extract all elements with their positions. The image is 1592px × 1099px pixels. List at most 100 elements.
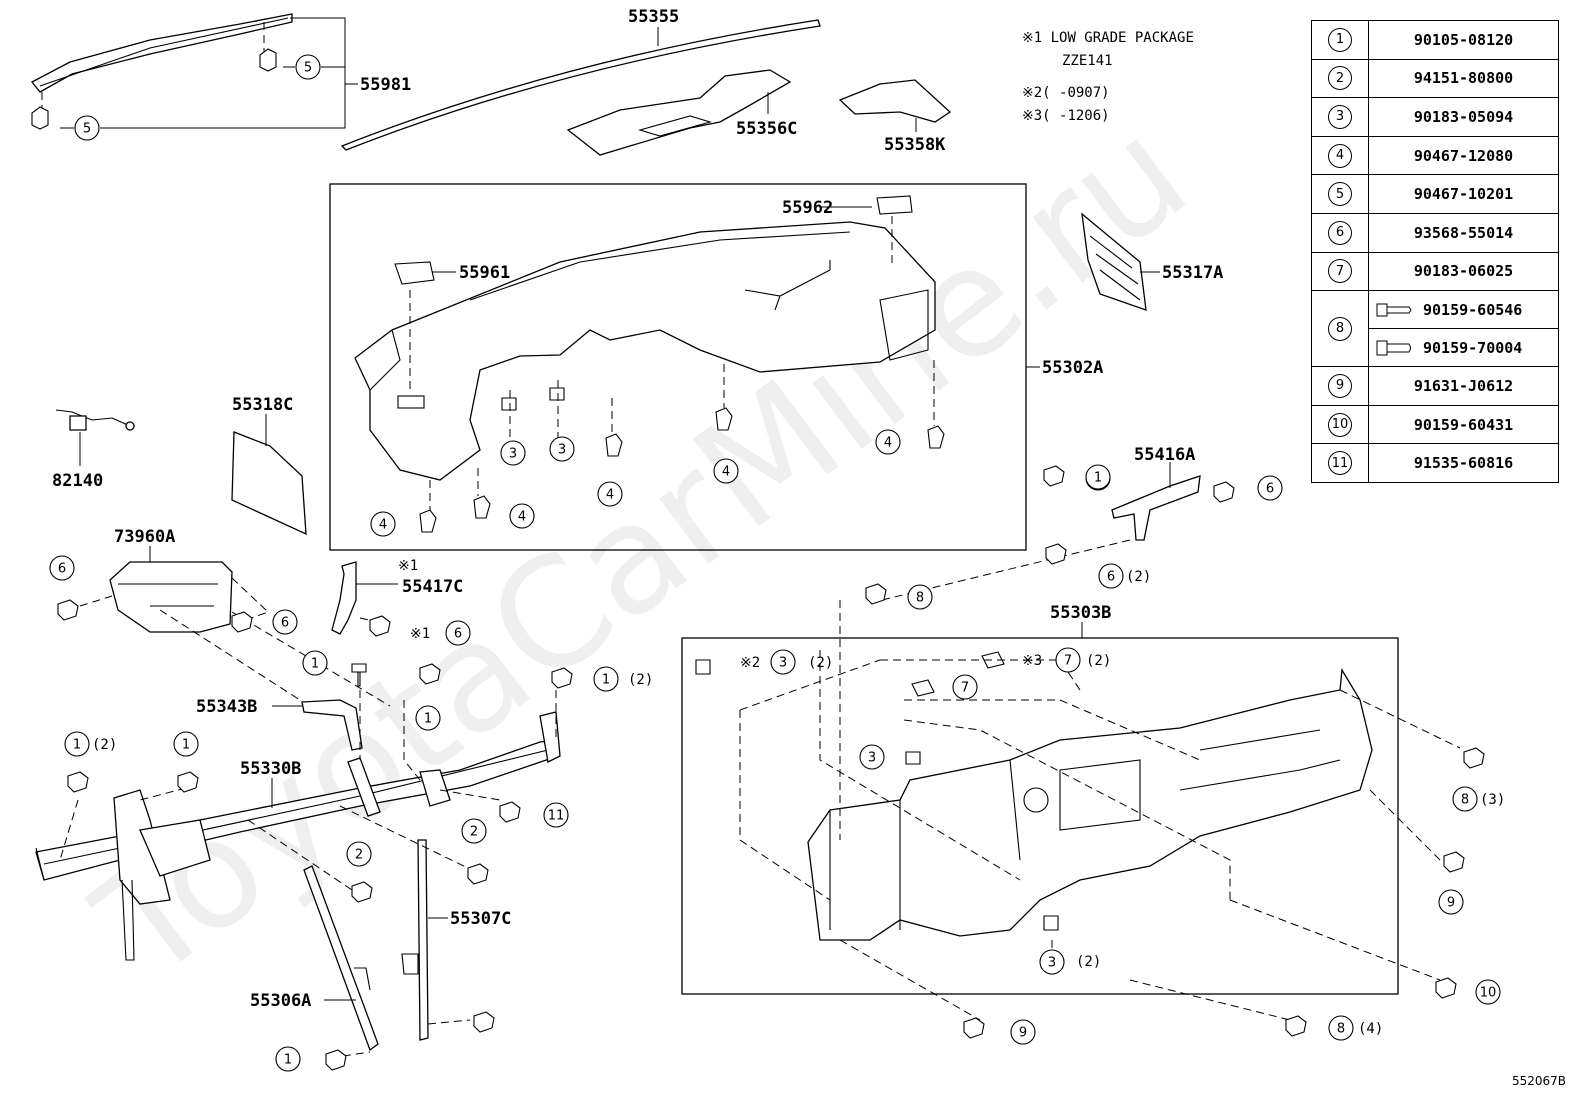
callout-circle — [543, 802, 569, 828]
callout-circle — [713, 458, 739, 484]
qty-1a: (2) — [628, 672, 653, 688]
legend-row: 10 90159-60431 — [1312, 405, 1558, 445]
label-55306A: 55306A — [250, 991, 311, 1011]
callout-circle — [1098, 563, 1124, 589]
legend-part-number: 90105-08120 — [1413, 30, 1514, 49]
callout-circle — [461, 818, 487, 844]
qty-7a: (2) — [1086, 653, 1111, 669]
callout-circle — [593, 666, 619, 692]
qty-3b: (2) — [1076, 954, 1101, 970]
callout-circle — [302, 650, 328, 676]
legend-row: 4 90467-12080 — [1312, 136, 1558, 176]
qty-3a: (2) — [808, 655, 833, 671]
qty-1b: (2) — [92, 737, 117, 753]
label-55302A: 55302A — [1042, 358, 1103, 378]
part-55307C-drawing — [417, 839, 429, 1041]
callout-circle — [770, 649, 796, 675]
legend-number: 7 — [1328, 259, 1352, 284]
part-55343B-drawing — [301, 699, 363, 751]
callout-circle — [500, 440, 526, 466]
callout-number: 1 — [311, 657, 319, 672]
callout-circle — [597, 481, 623, 507]
callout-number: 4 — [722, 465, 730, 480]
callout-number: 4 — [518, 510, 526, 525]
callout-number: 10 — [1480, 986, 1497, 1001]
part-55417C-drawing — [331, 561, 357, 635]
legend-number: 1 — [1328, 27, 1352, 52]
callout-circle — [1055, 647, 1081, 673]
label-55356C: 55356C — [736, 119, 797, 139]
callout-circle — [295, 54, 321, 80]
legend-row: 1 90105-08120 — [1312, 21, 1558, 60]
callout-number: 8 — [1337, 1022, 1345, 1037]
bolt-icon — [1376, 340, 1411, 356]
callout-circle — [1475, 979, 1501, 1005]
legend-part-number: 91535-60816 — [1413, 454, 1514, 473]
part-55318C-drawing — [231, 431, 307, 536]
callout-circle — [1328, 1015, 1354, 1041]
callout-circle — [64, 731, 90, 757]
fastener-legend-table: 1 90105-08120 2 94151-80800 3 90183-0509… — [1311, 20, 1559, 483]
callout-number: 1 — [1094, 471, 1102, 486]
callout-circle — [173, 731, 199, 757]
callout-number: 9 — [1019, 1026, 1027, 1041]
label-55355: 55355 — [628, 7, 679, 27]
label-73960A: 73960A — [114, 527, 175, 547]
callout-circle — [907, 584, 933, 610]
callout-number: 3 — [779, 656, 787, 671]
label-82140: 82140 — [52, 471, 103, 491]
callout-circle — [952, 674, 978, 700]
callout-circle — [272, 609, 298, 635]
callout-number: 9 — [1447, 896, 1455, 911]
legend-part-number: 90183-05094 — [1413, 107, 1514, 126]
label-55330B: 55330B — [240, 759, 301, 779]
legend-row: 11 91535-60816 — [1312, 444, 1558, 482]
part-55330B-drawing — [35, 711, 561, 961]
label-55343B: 55343B — [196, 697, 257, 717]
callout-number: 11 — [548, 809, 565, 824]
part-73960A-drawing — [109, 561, 233, 633]
legend-number: 5 — [1328, 182, 1352, 207]
callout-number: 1 — [424, 712, 432, 727]
callout-number: 2 — [470, 825, 478, 840]
part-55356C-drawing — [566, 69, 792, 156]
part-55317A-drawing — [1081, 212, 1147, 311]
callout-circle — [509, 503, 535, 529]
callout-circle — [445, 620, 471, 646]
legend-number: 8 — [1328, 316, 1352, 341]
callout-number: 4 — [379, 518, 387, 533]
legend-part-number: 90467-10201 — [1413, 185, 1514, 204]
callout-number: 3 — [868, 751, 876, 766]
legend-number: 2 — [1328, 66, 1352, 91]
note-low-grade: ※1 LOW GRADE PACKAGE — [1022, 30, 1194, 46]
legend-part-number: 90467-12080 — [1413, 146, 1514, 165]
prefix-q1: ※1 — [410, 626, 430, 642]
label-55417C: 55417C — [402, 577, 463, 597]
label-55416A: 55416A — [1134, 445, 1195, 465]
label-55303B: 55303B — [1050, 603, 1111, 623]
label-55962: 55962 — [782, 198, 833, 218]
legend-part-number: 90159-70004 — [1423, 338, 1523, 357]
legend-row: 7 90183-06025 — [1312, 252, 1558, 292]
callout-circle — [370, 511, 396, 537]
panel-55303B-frame — [681, 637, 1399, 995]
callout-number: 6 — [454, 627, 462, 642]
legend-number: 3 — [1328, 104, 1352, 129]
callout-number: 4 — [884, 436, 892, 451]
callout-circle — [275, 1046, 301, 1072]
legend-part-number: 90159-60546 — [1423, 300, 1523, 319]
label-55358K: 55358K — [884, 135, 946, 155]
part-55302A-drawing — [354, 195, 945, 533]
callout-number: 6 — [1107, 570, 1115, 585]
label-55307C: 55307C — [450, 909, 511, 929]
drawing-reference: 552067B — [1511, 1074, 1566, 1088]
callout-number: 5 — [83, 122, 91, 137]
legend-row: 2 94151-80800 — [1312, 59, 1558, 99]
callout-number: 6 — [1266, 482, 1274, 497]
legend-row: 6 93568-55014 — [1312, 213, 1558, 253]
legend-number: 6 — [1328, 220, 1352, 245]
legend-row: 8 90159-60546 90159-70004 — [1312, 291, 1558, 368]
callout-number: 7 — [961, 681, 969, 696]
legend-number: 11 — [1328, 451, 1352, 476]
